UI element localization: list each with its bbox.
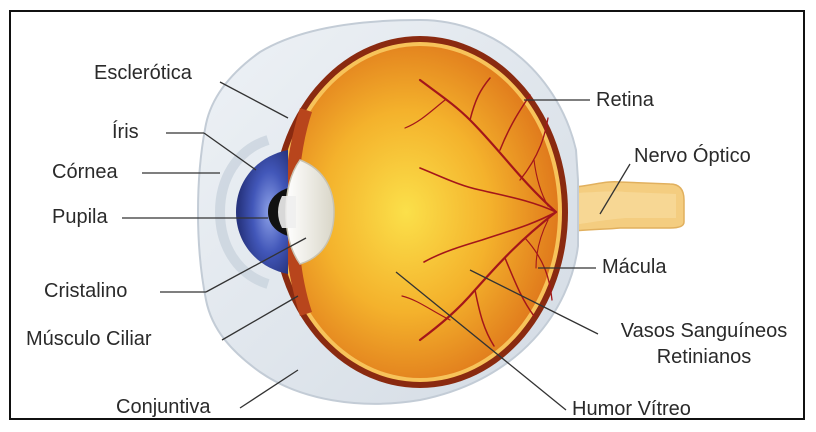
label-iris: Íris <box>112 121 139 143</box>
label-humor-vitreo: Humor Vítreo <box>572 398 691 420</box>
label-vasos-line1: Vasos Sanguíneos <box>604 320 804 342</box>
label-cristalino: Cristalino <box>44 280 127 302</box>
label-nervo-optico: Nervo Óptico <box>634 145 751 167</box>
label-cornea: Córnea <box>52 161 118 183</box>
label-vasos-line2: Retinianos <box>604 346 804 368</box>
label-macula: Mácula <box>602 256 666 278</box>
label-musculo-ciliar: Músculo Ciliar <box>26 328 152 350</box>
label-conjuntiva: Conjuntiva <box>116 396 211 418</box>
label-retina: Retina <box>596 89 654 111</box>
label-pupila: Pupila <box>52 206 108 228</box>
label-vasos-sanguineos: Vasos Sanguíneos Retinianos <box>604 320 804 368</box>
label-esclerotica: Esclerótica <box>94 62 192 84</box>
